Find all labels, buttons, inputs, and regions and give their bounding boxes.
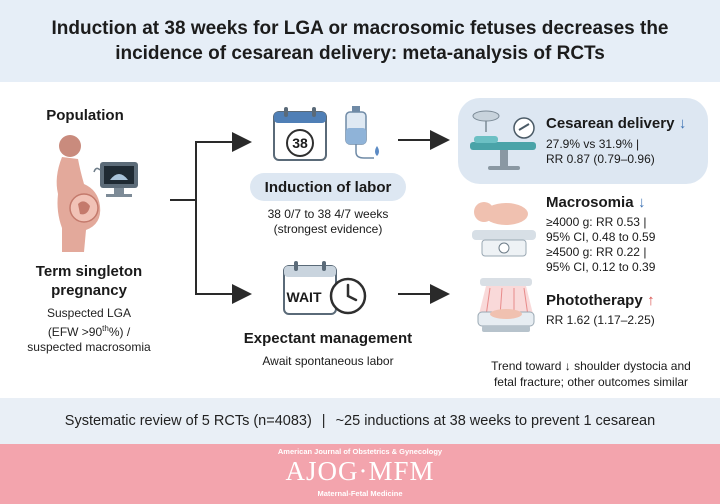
journal-name: American Journal of Obstetrics & Gynecol…	[277, 447, 443, 456]
down-arrow-icon: ↓	[638, 194, 646, 211]
trend-note: Trend toward ↓ shoulder dystocia and fet…	[491, 359, 691, 389]
calendar-number: 38	[292, 135, 308, 151]
phototherapy-stats: RR 1.62 (1.17–2.25)	[546, 313, 655, 327]
journal-logo: AJOG·MFM	[285, 456, 435, 486]
macrosomia-title: Macrosomia ↓	[546, 194, 646, 211]
iv-drip-icon	[345, 106, 379, 159]
induction-label: Induction of labor	[250, 173, 406, 201]
summary-separator: |	[321, 413, 326, 429]
cesarean-title: Cesarean delivery ↓	[546, 115, 687, 132]
population-description: Suspected LGA (EFW >90th%) / suspected m…	[27, 306, 151, 354]
summary-bar: Systematic review of 5 RCTs (n=4083) | ~…	[0, 398, 720, 444]
phototherapy-incubator-icon	[477, 278, 535, 332]
population-title: Term singleton pregnancy	[35, 263, 143, 299]
down-arrow-icon: ↓	[678, 115, 687, 132]
pregnant-woman-icon	[56, 135, 101, 252]
population-heading: Population	[46, 107, 124, 124]
calendar-wait-word: WAIT	[287, 289, 322, 305]
expectant-description: Await spontaneous labor	[262, 354, 394, 368]
ultrasound-monitor-icon	[93, 162, 138, 197]
baby-on-scale-icon	[472, 202, 536, 257]
summary-left: Systematic review of 5 RCTs (n=4083)	[64, 413, 312, 429]
calendar-38-icon: 38	[273, 107, 327, 161]
footer-banner	[0, 444, 720, 504]
operating-table-icon	[470, 110, 536, 170]
macrosomia-stats: ≥4000 g: RR 0.53 | 95% CI, 0.48 to 0.59 …	[546, 215, 656, 274]
induction-description: 38 0/7 to 38 4/7 weeks (strongest eviden…	[267, 207, 389, 236]
clock-icon	[329, 277, 367, 315]
summary-right: ~25 inductions at 38 weeks to prevent 1 …	[335, 413, 656, 429]
header-banner: Induction at 38 weeks for LGA or macroso…	[0, 0, 720, 82]
up-arrow-icon: ↑	[647, 292, 655, 309]
phototherapy-title: Phototherapy ↑	[546, 292, 655, 309]
expectant-label: Expectant management	[243, 330, 413, 347]
cesarean-stats: 27.9% vs 31.9% | RR 0.87 (0.79–0.96)	[546, 137, 655, 166]
page-title: Induction at 38 weeks for LGA or macroso…	[51, 18, 669, 64]
calendar-wait-icon: WAIT	[283, 261, 337, 315]
journal-subtitle: Maternal-Fetal Medicine	[317, 489, 403, 498]
